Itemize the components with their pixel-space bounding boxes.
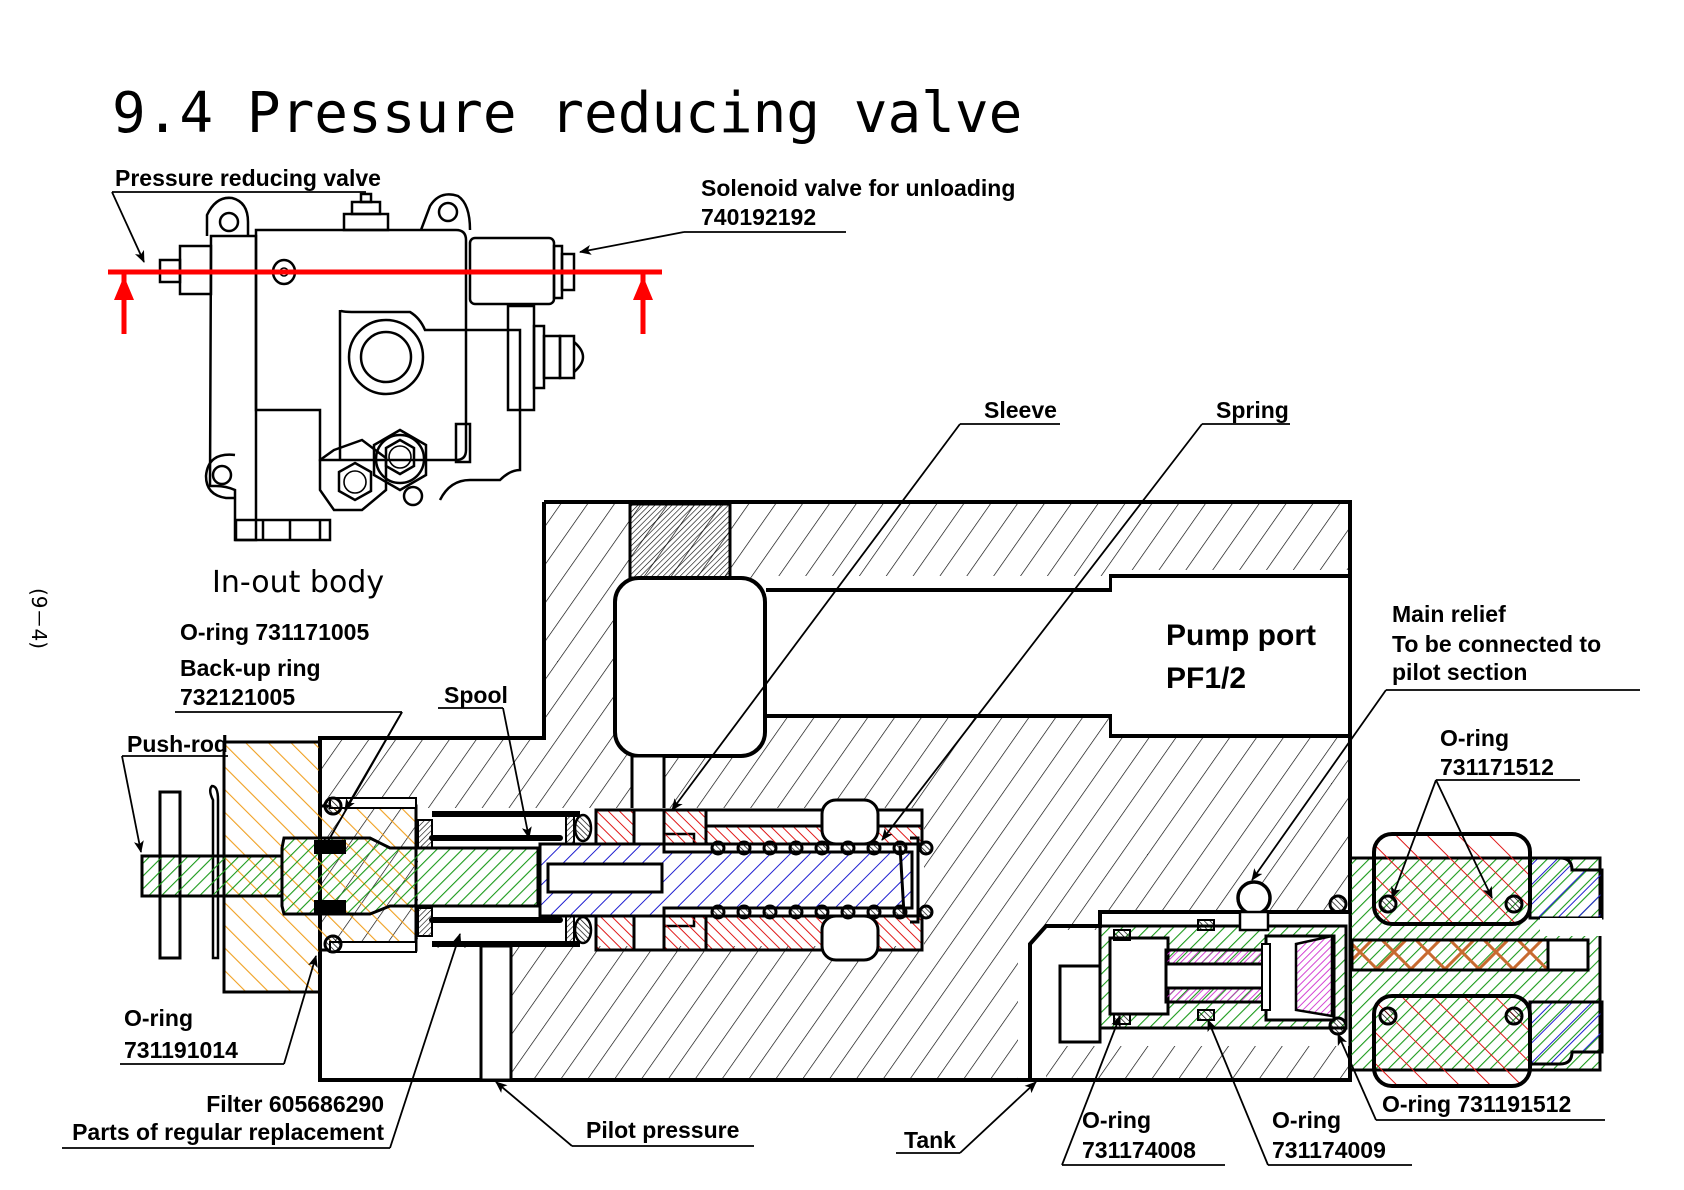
push-rod: [140, 784, 540, 960]
spring-end: [898, 836, 920, 924]
spring-coil: [736, 904, 752, 920]
label-oring-left-title: O-ring: [124, 1005, 193, 1031]
label-backup-ring-part: 732121005: [180, 684, 295, 710]
label-oring-bottom2-part: 731174009: [1272, 1137, 1386, 1163]
label-main-relief: Main relief: [1392, 601, 1506, 627]
spring-coil: [918, 840, 934, 856]
spring-coil: [710, 904, 726, 920]
label-spring: Spring: [1216, 397, 1289, 423]
spring-coil: [866, 904, 882, 920]
label-filter-note: Parts of regular replacement: [72, 1119, 384, 1145]
label-oring-bottom2-title: O-ring: [1272, 1107, 1341, 1133]
in-out-body-overview: [158, 192, 585, 542]
section-labels: O-ring 731171005 Back-up ring 732121005 …: [62, 397, 1640, 1166]
spring-coil: [840, 840, 856, 856]
label-in-out-body: In-out body: [212, 565, 384, 600]
label-main-relief-note1: To be connected to: [1392, 631, 1601, 657]
spring-coil: [840, 904, 856, 920]
spring-coil: [788, 904, 804, 920]
section-line: [108, 269, 662, 334]
spring-coil: [710, 840, 726, 856]
label-spool: Spool: [444, 682, 508, 708]
label-pump-port: Pump port: [1166, 619, 1316, 652]
pilot-connection-fitting: [1328, 832, 1604, 1088]
label-pressure-reducing-valve: Pressure reducing valve: [115, 165, 381, 191]
label-oring-left-part: 731191014: [124, 1037, 238, 1063]
label-solenoid-part: 740192192: [701, 204, 816, 230]
spring-coil: [788, 840, 804, 856]
spring-coil: [866, 840, 882, 856]
label-oring-right-title: O-ring: [1440, 725, 1509, 751]
spring-coil: [814, 904, 830, 920]
filter: [417, 811, 580, 947]
spring-coil: [814, 840, 830, 856]
label-pilot-pressure: Pilot pressure: [586, 1117, 739, 1143]
label-main-relief-note2: pilot section: [1392, 659, 1527, 685]
label-oring-right-part: 731171512: [1440, 754, 1554, 780]
page-number: (9－4): [27, 588, 51, 649]
label-push-rod: Push-rod: [127, 731, 228, 757]
label-oring-bottom1-title: O-ring: [1082, 1107, 1151, 1133]
page-title: 9.4 Pressure reducing valve: [112, 81, 1022, 146]
spring-coil: [762, 904, 778, 920]
spring-coil: [918, 904, 934, 920]
label-pump-port-size: PF1/2: [1166, 662, 1246, 695]
spring-coil: [736, 840, 752, 856]
label-filter: Filter 605686290: [206, 1091, 384, 1117]
label-sleeve: Sleeve: [984, 397, 1057, 423]
label-solenoid-valve: Solenoid valve for unloading: [701, 175, 1015, 201]
spring-coil: [762, 840, 778, 856]
label-tank: Tank: [904, 1127, 956, 1153]
label-oring-bottom1-part: 731174008: [1082, 1137, 1196, 1163]
label-oring-731171005: O-ring 731171005: [180, 619, 369, 645]
main-relief-cartridge: [1098, 880, 1348, 1030]
label-backup-ring: Back-up ring: [180, 655, 321, 681]
label-oring-bottom3: O-ring 731191512: [1382, 1091, 1571, 1117]
